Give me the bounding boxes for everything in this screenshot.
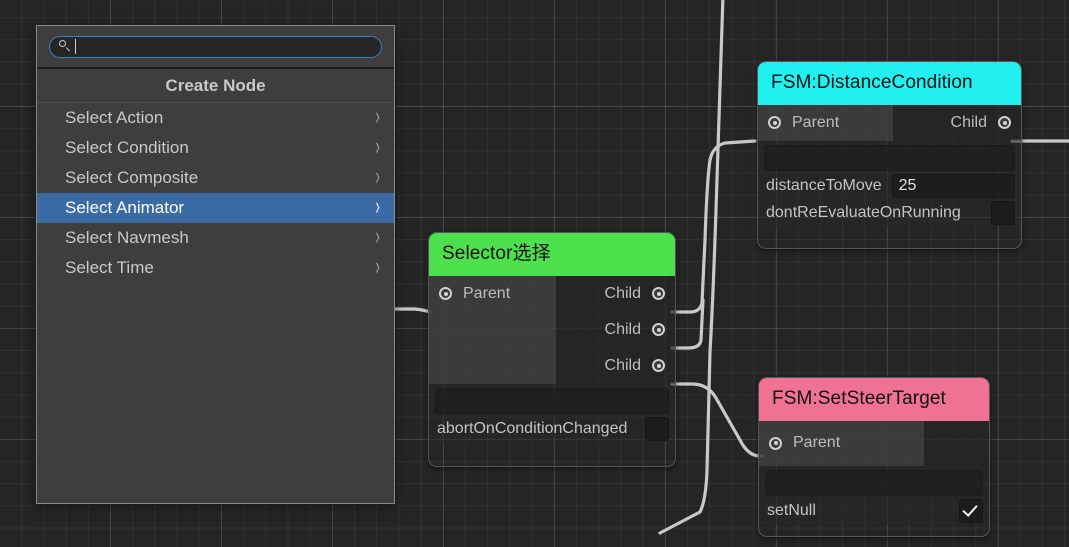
- chevron-right-icon: ›: [375, 194, 380, 221]
- menu-item-label: Select Time: [65, 258, 154, 277]
- menu-item-select-condition[interactable]: Select Condition ›: [37, 133, 394, 163]
- port-label: Child: [604, 356, 641, 374]
- node-set-steer-target-body: Parent setNull: [759, 420, 989, 525]
- menu-item-select-animator[interactable]: Select Animator ›: [37, 193, 394, 223]
- port-label: Parent: [793, 434, 841, 452]
- chevron-right-icon: ›: [375, 254, 380, 281]
- prop-setNull[interactable]: setNull: [759, 498, 989, 525]
- prop-dontReEvaluateOnRunning[interactable]: dontReEvaluateOnRunning: [758, 200, 1021, 227]
- node-selector-children-col: Child Child Child: [556, 275, 675, 384]
- wire-selector-child2: [670, 298, 705, 350]
- node-distance-condition[interactable]: FSM:DistanceCondition Parent Child: [757, 61, 1022, 249]
- prop-label: setNull: [767, 502, 816, 520]
- page-title: Create Node: [37, 69, 394, 103]
- menu-item-select-navmesh[interactable]: Select Navmesh ›: [37, 223, 394, 253]
- menu-item-label: Select Animator: [65, 198, 185, 217]
- port-dot-icon[interactable]: [768, 116, 781, 130]
- port-label: Parent: [463, 284, 511, 302]
- menu-item-label: Select Action: [65, 108, 164, 127]
- menu-item-label: Select Navmesh: [65, 228, 189, 247]
- chevron-right-icon: ›: [375, 224, 380, 251]
- node-steer-children-col: [924, 420, 989, 466]
- node-distance-blank-field[interactable]: [764, 144, 1015, 171]
- prop-distanceToMove[interactable]: distanceToMove 25: [758, 173, 1021, 200]
- port-dot-icon[interactable]: [998, 116, 1011, 130]
- prop-value-input[interactable]: 25: [891, 174, 1015, 199]
- port-label: Parent: [792, 113, 840, 131]
- prop-label: distanceToMove: [766, 177, 882, 195]
- port-dot-icon[interactable]: [652, 323, 665, 337]
- port-dot-icon[interactable]: [439, 287, 452, 301]
- port-parent-set-steer-target[interactable]: Parent: [759, 421, 924, 466]
- port-dot-icon[interactable]: [652, 287, 665, 301]
- node-selector-ports: Parent Child Child Child: [429, 275, 675, 384]
- wire-selector-child3-to-steertarget: [670, 382, 764, 458]
- create-node-menu-list: Select Action › Select Condition › Selec…: [37, 103, 394, 283]
- node-distance-children-col: Child: [893, 104, 1021, 141]
- port-child-distance-condition-1[interactable]: Child: [893, 105, 1021, 141]
- port-child-selector-1[interactable]: Child: [556, 276, 675, 312]
- prop-label: abortOnConditionChanged: [437, 420, 628, 438]
- port-child-selector-2[interactable]: Child: [556, 312, 675, 348]
- wire-into-selector-parent: [394, 307, 432, 314]
- node-distance-parent-col: Parent: [758, 104, 893, 141]
- node-selector-body: Parent Child Child Child: [429, 275, 675, 443]
- wire-selector-child1-to-distance: [670, 139, 757, 314]
- port-label: Child: [604, 284, 641, 302]
- node-selector-title: Selector选择: [429, 233, 675, 276]
- search-box[interactable]: [49, 35, 382, 58]
- prop-label: dontReEvaluateOnRunning: [766, 204, 961, 222]
- node-distance-condition-ports: Parent Child: [758, 104, 1021, 141]
- prop-checkbox[interactable]: [645, 417, 669, 442]
- menu-item-select-action[interactable]: Select Action ›: [37, 103, 394, 133]
- port-label: Child: [604, 320, 641, 338]
- search-bar[interactable]: [37, 26, 394, 69]
- chevron-right-icon: ›: [375, 104, 380, 131]
- menu-item-select-time[interactable]: Select Time ›: [37, 253, 394, 283]
- prop-checkbox[interactable]: [959, 499, 983, 524]
- port-dot-icon[interactable]: [652, 359, 665, 373]
- node-selector-blank-field[interactable]: [435, 387, 669, 414]
- prop-abortOnConditionChanged[interactable]: abortOnConditionChanged: [429, 416, 675, 443]
- menu-item-label: Select Composite: [65, 168, 199, 187]
- node-set-steer-target[interactable]: FSM:SetSteerTarget Parent setNull: [758, 377, 990, 537]
- search-input[interactable]: [76, 39, 372, 54]
- node-steer-blank-field[interactable]: [765, 469, 983, 496]
- chevron-right-icon: ›: [375, 164, 380, 191]
- node-steer-parent-col: Parent: [759, 420, 924, 466]
- node-selector[interactable]: Selector选择 Parent Child Child: [428, 232, 676, 467]
- port-label: Child: [950, 113, 987, 131]
- node-distance-condition-title: FSM:DistanceCondition: [758, 62, 1021, 105]
- menu-item-select-composite[interactable]: Select Composite ›: [37, 163, 394, 193]
- port-child-selector-3[interactable]: Child: [556, 348, 675, 384]
- search-icon: [59, 40, 72, 53]
- node-set-steer-target-ports: Parent: [759, 420, 989, 466]
- chevron-right-icon: ›: [375, 134, 380, 161]
- node-set-steer-target-title: FSM:SetSteerTarget: [759, 378, 989, 421]
- prop-checkbox[interactable]: [991, 201, 1015, 226]
- node-selector-parent-col: Parent: [429, 275, 556, 384]
- port-parent-selector[interactable]: Parent: [429, 276, 556, 312]
- port-parent-distance-condition[interactable]: Parent: [758, 105, 893, 141]
- create-node-panel[interactable]: Create Node Select Action › Select Condi…: [36, 25, 395, 504]
- menu-item-label: Select Condition: [65, 138, 189, 157]
- node-distance-condition-body: Parent Child distanceToMove 25 dontReEva…: [758, 104, 1021, 227]
- port-col-filler: [429, 312, 556, 384]
- port-dot-icon[interactable]: [769, 436, 782, 450]
- text-caret: [75, 39, 76, 54]
